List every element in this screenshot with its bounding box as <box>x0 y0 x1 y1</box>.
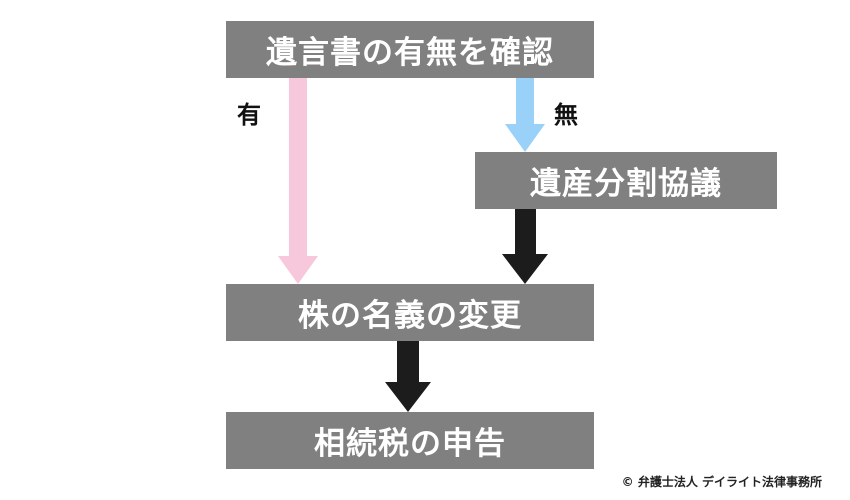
stock-name-change-node: 株の名義の変更 <box>226 284 594 341</box>
no-branch-label: 無 <box>554 101 578 129</box>
copyright-credit: © 弁護士法人 デイライト法律事務所 <box>621 475 822 489</box>
inheritance-tax-filing-node: 相続税の申告 <box>226 412 594 469</box>
yes-branch-label: 有 <box>237 101 261 129</box>
division-to-stock-arrow <box>502 209 548 284</box>
no-arrow <box>505 78 545 152</box>
confirm-will-label: 遺言書の有無を確認 <box>266 35 554 71</box>
stock-to-tax-arrow <box>385 341 431 412</box>
division-agreement-node: 遺産分割協議 <box>475 152 777 209</box>
stock-name-change-label: 株の名義の変更 <box>298 298 522 334</box>
inheritance-tax-filing-label: 相続税の申告 <box>314 426 506 462</box>
confirm-will-node: 遺言書の有無を確認 <box>226 21 594 78</box>
division-agreement-label: 遺産分割協議 <box>530 166 722 202</box>
yes-arrow <box>278 78 318 284</box>
